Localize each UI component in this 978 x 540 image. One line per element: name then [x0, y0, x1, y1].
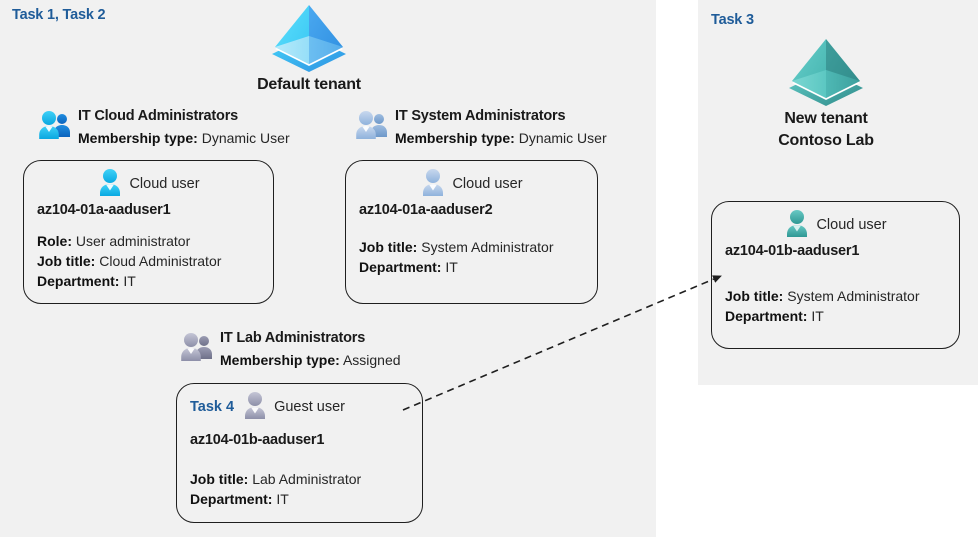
- property-department: Department: IT: [359, 258, 584, 278]
- job-title-label: Job title:: [37, 252, 96, 269]
- job-title-value: Cloud Administrator: [99, 252, 222, 269]
- group-users-icon: [38, 110, 72, 145]
- department-value: IT: [276, 490, 289, 507]
- user-name: az104-01a-aaduser2: [359, 202, 493, 218]
- cloud-user-icon: [97, 168, 123, 201]
- department-label: Department:: [725, 307, 808, 324]
- task-label-1-2: Task 1, Task 2: [12, 7, 106, 23]
- new-tenant-name-line2: Contoso Lab: [778, 131, 874, 149]
- azure-ad-tenant-icon: [789, 39, 863, 106]
- property-job-title: Job title: Lab Administrator: [190, 470, 409, 490]
- group-name: IT Lab Administrators: [220, 330, 366, 346]
- property-job-title: Job title: System Administrator: [725, 287, 946, 307]
- department-value: IT: [123, 272, 136, 289]
- cloud-user-icon: [420, 168, 446, 201]
- membership-type-value: Dynamic User: [201, 130, 290, 147]
- card-header: Cloud user: [359, 168, 584, 201]
- user-type-label: Cloud user: [816, 217, 887, 233]
- user-type-label: Cloud user: [129, 176, 200, 192]
- group-users-icon: [355, 110, 389, 145]
- property-department: Department: IT: [725, 307, 946, 327]
- guest-user-icon: [242, 391, 268, 424]
- department-value: IT: [445, 258, 458, 275]
- card-header: Cloud user: [725, 209, 946, 242]
- task-label-4: Task 4: [190, 399, 235, 415]
- default-tenant-name: Default tenant: [257, 76, 361, 93]
- card-header: Task 4 Guest user: [190, 391, 409, 424]
- job-title-label: Job title:: [725, 288, 784, 304]
- user-card-az104-01a-aaduser1[interactable]: Cloud user az104-01a-aaduser1 Role: User…: [23, 160, 274, 304]
- department-value: IT: [811, 307, 824, 324]
- default-tenant-panel: [0, 0, 656, 537]
- group-it-system-administrators: IT System Administrators Membership type…: [355, 104, 607, 150]
- new-tenant-block: New tenant Contoso Lab: [722, 36, 930, 151]
- department-label: Department:: [359, 258, 442, 275]
- user-name: az104-01b-aaduser1: [725, 243, 860, 259]
- user-name: az104-01a-aaduser1: [37, 202, 171, 218]
- user-type-label: Guest user: [274, 399, 345, 415]
- role-label: Role:: [37, 233, 72, 249]
- default-tenant-block: Default tenant: [205, 2, 413, 96]
- new-tenant-name-line1: New tenant: [784, 110, 868, 127]
- cloud-user-icon: [784, 209, 810, 242]
- user-name: az104-01b-aaduser1: [190, 432, 325, 448]
- job-title-label: Job title:: [359, 239, 418, 255]
- membership-type-label: Membership type:: [395, 130, 515, 147]
- property-job-title: Job title: System Administrator: [359, 238, 584, 258]
- group-users-icon: [180, 332, 214, 367]
- task-label-3: Task 3: [711, 12, 754, 28]
- group-name: IT System Administrators: [395, 108, 566, 124]
- property-department: Department: IT: [190, 490, 409, 510]
- user-properties: Job title: System Administrator Departme…: [359, 238, 584, 278]
- user-card-guest-az104-01b-aaduser1[interactable]: Task 4 Guest user az104-01b-aaduser1: [176, 383, 423, 523]
- membership-type-value: Dynamic User: [518, 130, 607, 147]
- department-label: Department:: [37, 272, 120, 289]
- group-membership: Membership type: Dynamic User: [78, 130, 290, 146]
- user-properties: Role: User administrator Job title: Clou…: [37, 232, 260, 292]
- group-it-lab-administrators: IT Lab Administrators Membership type: A…: [180, 326, 401, 372]
- user-card-az104-01b-aaduser1[interactable]: Cloud user az104-01b-aaduser1 Job title:…: [711, 201, 960, 349]
- azure-ad-tenant-icon: [272, 5, 346, 72]
- property-department: Department: IT: [37, 272, 260, 292]
- user-type-label: Cloud user: [452, 176, 523, 192]
- membership-type-label: Membership type:: [78, 130, 198, 147]
- property-job-title: Job title: Cloud Administrator: [37, 252, 260, 272]
- group-name: IT Cloud Administrators: [78, 108, 239, 124]
- job-title-value: System Administrator: [787, 288, 920, 304]
- membership-type-value: Assigned: [342, 352, 401, 369]
- group-membership: Membership type: Assigned: [220, 352, 401, 368]
- user-card-az104-01a-aaduser2[interactable]: Cloud user az104-01a-aaduser2 Job title:…: [345, 160, 598, 304]
- user-properties: Job title: System Administrator Departme…: [725, 287, 946, 327]
- job-title-value: System Administrator: [421, 239, 554, 255]
- property-role: Role: User administrator: [37, 232, 260, 252]
- department-label: Department:: [190, 490, 273, 507]
- card-header: Cloud user: [37, 168, 260, 201]
- job-title-value: Lab Administrator: [252, 471, 362, 487]
- user-properties: Job title: Lab Administrator Department:…: [190, 470, 409, 510]
- group-it-cloud-administrators: IT Cloud Administrators Membership type:…: [38, 104, 290, 150]
- group-membership: Membership type: Dynamic User: [395, 130, 607, 146]
- role-value: User administrator: [75, 233, 191, 249]
- job-title-label: Job title:: [190, 471, 249, 487]
- membership-type-label: Membership type:: [220, 352, 340, 369]
